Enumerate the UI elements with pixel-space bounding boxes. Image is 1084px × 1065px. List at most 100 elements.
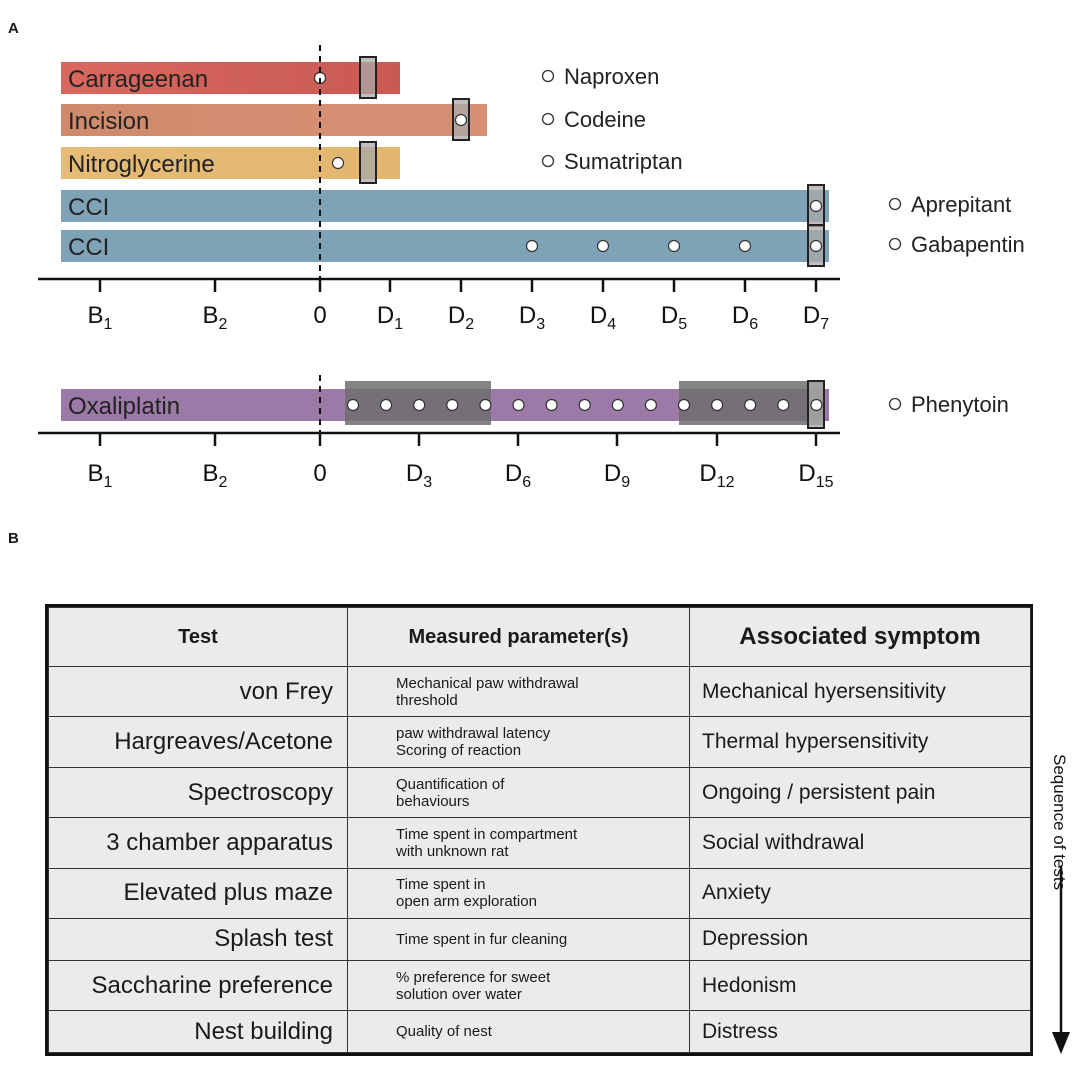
condition-bar [61,62,400,94]
condition-bar-label: Carrageenan [68,66,208,93]
tick-main: D [803,302,820,329]
tick-main: D [448,302,465,329]
top-axis-tick-label: D7 [803,302,829,333]
bottom-axis-tick-label: B2 [203,460,228,491]
tick-main: D [406,460,423,487]
drug-administration-dot [677,398,691,412]
drug-administration-dot [596,239,610,253]
associated-symptom: Thermal hypersensitivity [689,716,1031,768]
drug-legend-marker [888,197,902,211]
header-measured-parameters: Measured parameter(s) [347,607,690,667]
tick-main: D [699,460,716,487]
drug-administration-dot [413,398,426,412]
sequence-label: Sequence of tests [1050,754,1069,890]
condition-bar-label: CCI [68,194,109,221]
condition-bar [61,230,829,262]
tick-subscript: 2 [465,316,474,333]
drug-legend-marker [888,397,902,411]
tick-main: D [519,302,536,329]
tick-main: D [661,302,678,329]
drug-legend-marker [541,69,555,83]
drug-legend-label: Gabapentin [911,232,1025,257]
treatment-window-box [359,56,377,99]
drug-administration-dot [809,199,823,213]
drug-administration-dot [809,239,823,253]
drug-legend-label: Codeine [564,107,646,132]
sequence-of-tests-arrow: Sequence of tests [1050,754,1070,1054]
top-axis-tick-label: D6 [732,302,758,333]
drug-administration-dot [479,398,492,412]
tick-subscript: 15 [816,474,834,491]
tick-subscript: 4 [607,316,616,333]
test-name: Splash test [48,918,348,961]
tick-main: B [88,460,104,487]
drug-administration-dot [667,239,681,253]
parameter-line: Time spent in compartment [396,825,578,843]
top-axis-tick-label: B1 [88,302,113,333]
treatment-window-box [359,141,377,184]
measured-parameter: Quality of nest [347,1010,690,1053]
parameter-line: Mechanical paw withdrawal [396,674,579,692]
test-name: von Frey [48,665,348,718]
drug-administration-dot [777,398,790,412]
panel-a-letter: A [8,20,19,37]
measured-parameter: Time spent in fur cleaning [347,918,690,961]
parameter-line: threshold [396,691,458,709]
tick-subscript: 1 [104,474,113,491]
tick-subscript: 6 [749,316,758,333]
tick-subscript: 9 [621,474,630,491]
tick-subscript: 1 [104,316,113,333]
condition-bar [61,104,487,136]
tick-main: B [203,460,219,487]
tick-subscript: 3 [536,316,545,333]
bottom-axis-tick-label: D15 [798,460,833,491]
parameter-line: behaviours [396,792,470,810]
condition-bar-label: CCI [68,234,109,261]
associated-symptom: Anxiety [689,867,1031,920]
tick-subscript: 7 [820,316,829,333]
parameter-line: open arm exploration [396,893,537,911]
drug-administration-dot [380,398,393,412]
test-name: Spectroscopy [48,766,348,819]
bottom-axis-tick-label: D9 [604,460,630,491]
tick-subscript: 5 [678,316,687,333]
bottom-axis-tick-label: D12 [699,460,734,491]
associated-symptom: Hedonism [689,959,1031,1012]
top-axis-tick-label: B2 [203,302,228,333]
top-axis-tick-label: D2 [448,302,474,333]
test-name: Nest building [48,1010,348,1053]
top-axis-tick-label: D1 [377,302,403,333]
parameter-line: Time spent in fur cleaning [396,930,568,948]
test-name: Elevated plus maze [48,867,348,920]
drug-administration-dot [346,398,360,412]
tick-main: D [604,460,621,487]
tick-main: 0 [313,302,326,329]
parameter-line: with unknown rat [396,842,509,860]
drug-administration-dot [454,113,468,127]
drug-administration-dot [525,239,539,253]
top-axis-tick-label: D3 [519,302,545,333]
drug-administration-dot [644,398,658,412]
oxaliplatin-bar-label: Oxaliplatin [68,393,180,420]
header-associated-symptom: Associated symptom [689,607,1031,667]
parameter-line: Scoring of reaction [396,742,522,760]
drug-administration-dot [512,398,525,412]
associated-symptom: Ongoing / persistent pain [689,766,1031,819]
drug-legend-marker [541,154,555,168]
tick-subscript: 6 [522,474,531,491]
bottom-axis-tick-label: D3 [406,460,432,491]
tick-main: D [505,460,522,487]
parameter-line: Time spent in [396,876,486,894]
test-name: Saccharine preference [48,959,348,1012]
top-axis-tick-label: D4 [590,302,616,333]
drug-administration-dot [331,156,345,170]
sequence-arrow-head [1052,1032,1070,1054]
